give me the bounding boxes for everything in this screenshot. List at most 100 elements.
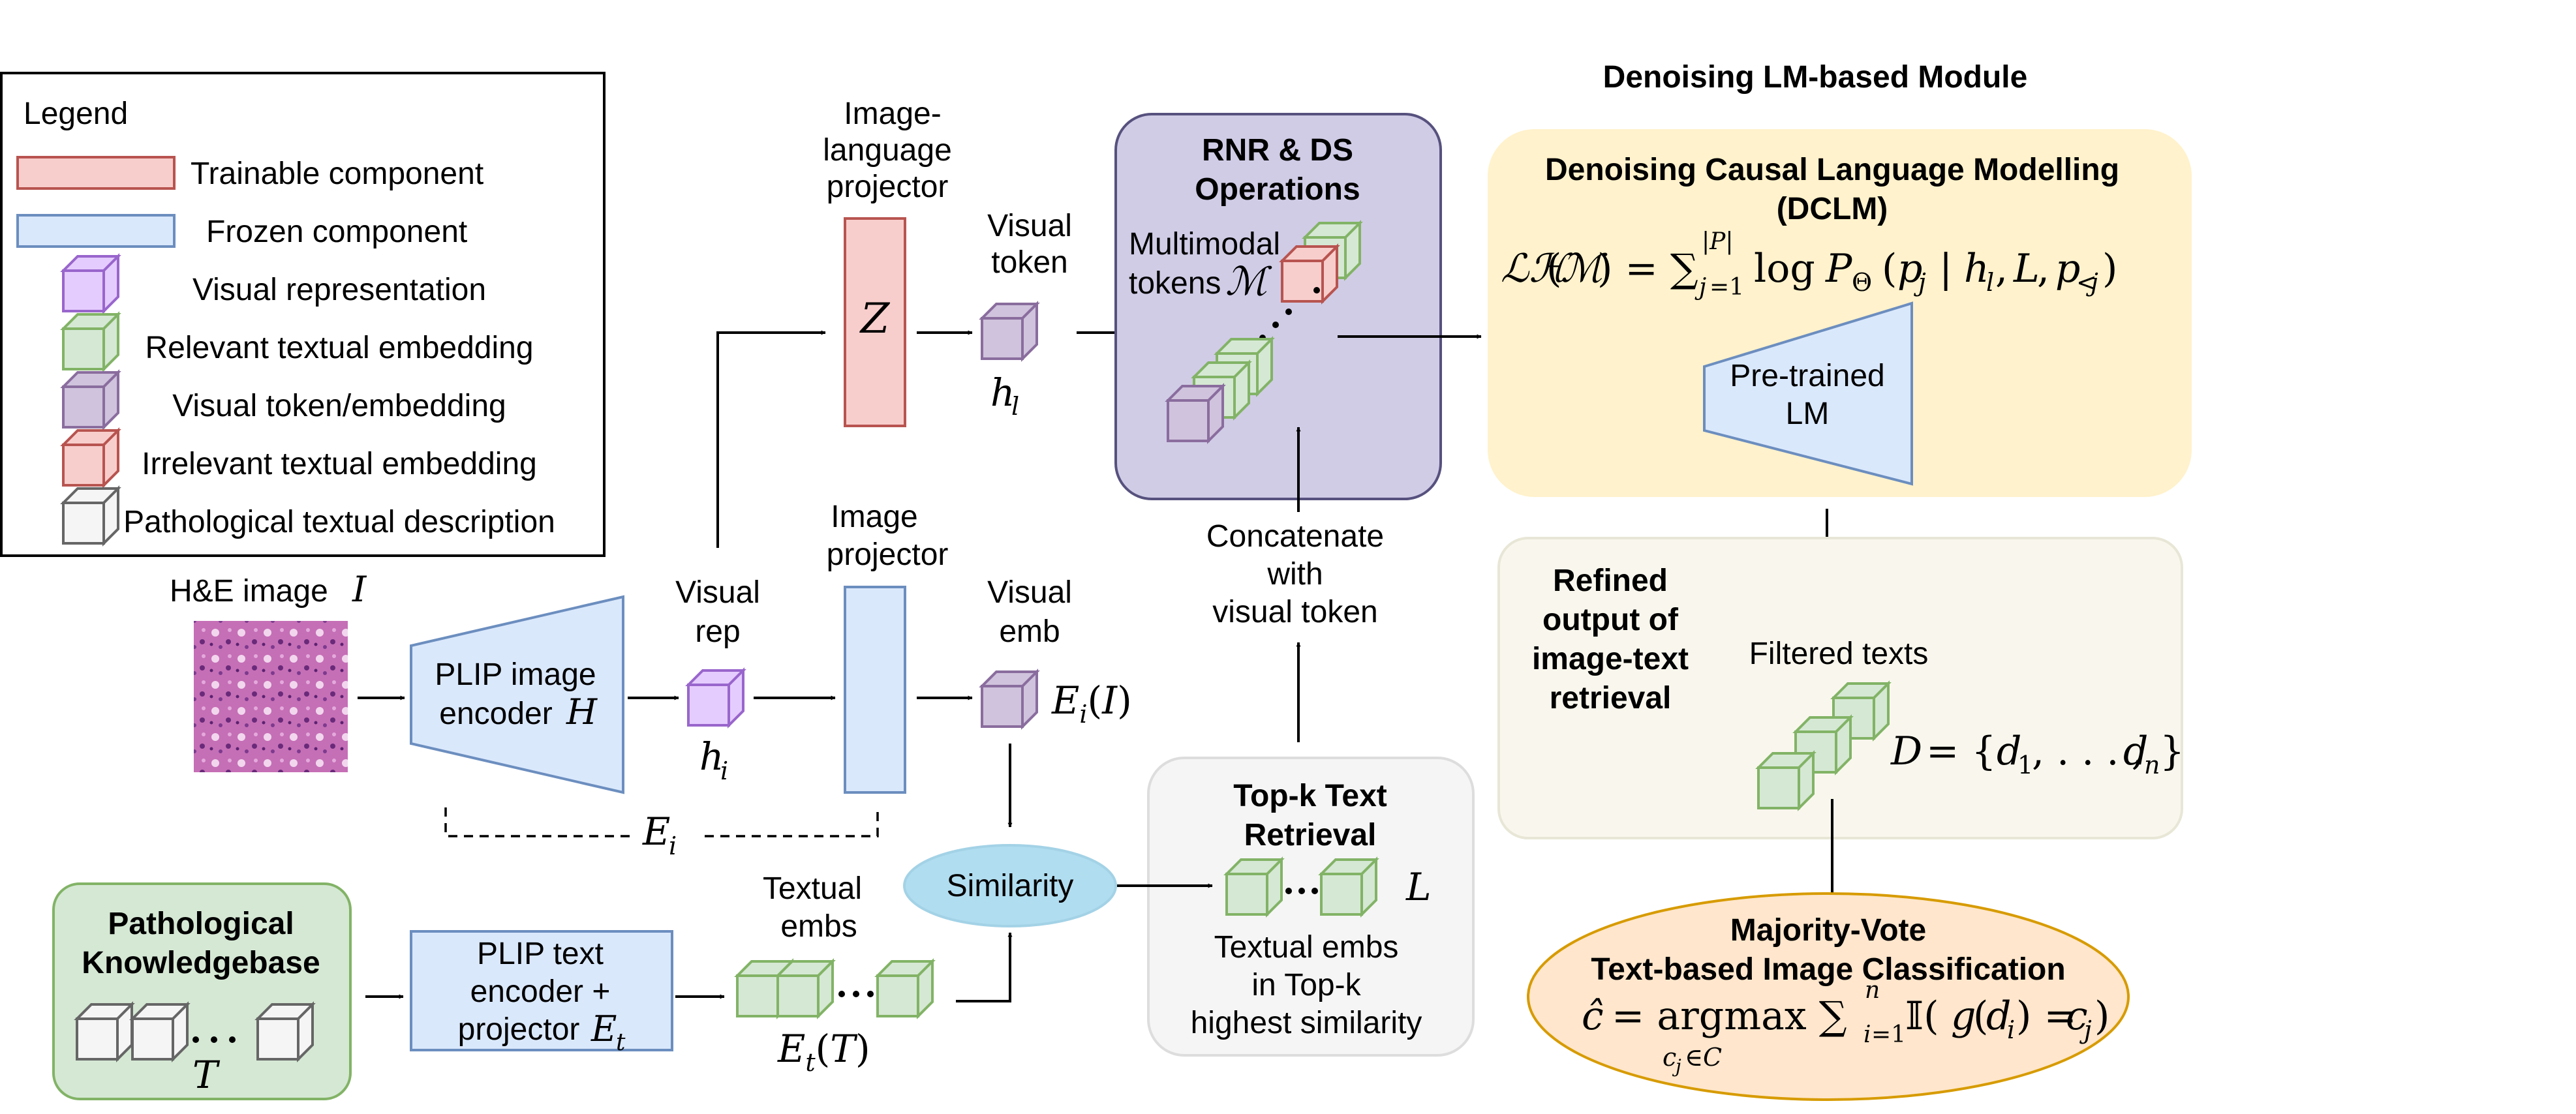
rnr-title1: RNR & DS: [1202, 133, 1353, 168]
legend-title: Legend: [23, 97, 128, 131]
svg-text:) = ∑: ) = ∑: [1597, 246, 1698, 292]
ei-bracket-left: [444, 807, 630, 837]
refined-line1: Refined: [1553, 564, 1668, 598]
svg-text:Θ: Θ: [1852, 268, 1872, 297]
legend-label: Frozen component: [206, 215, 467, 249]
legend-label: Pathological textual description: [123, 505, 555, 539]
visual-token-line2: token: [991, 245, 1067, 280]
he-image: [194, 621, 348, 772]
kb-description-cubes: [76, 1003, 314, 1061]
rnr-line1: Multimodal: [1129, 227, 1280, 262]
svg-text:|P|: |P|: [1702, 228, 1733, 255]
svg-text:p: p: [1897, 246, 1922, 292]
refined-line2: output of: [1542, 603, 1679, 637]
multimodal-token-stack: [1167, 222, 1361, 442]
legend-cube: [62, 371, 119, 429]
similarity-ellipse: [904, 845, 1116, 926]
majority-formula: ĉ = argmax ∑ n i =1 𝕀( g ( d i ) = c j )…: [1582, 977, 2109, 1077]
svg-text:D: D: [1890, 729, 1922, 774]
legend-label: Trainable component: [191, 157, 483, 191]
svg-text:L: L: [2013, 246, 2040, 292]
legend-cube: [62, 429, 119, 487]
svg-text:𝕀(: 𝕀(: [1905, 993, 1939, 1039]
svg-text:d: d: [1986, 993, 2011, 1039]
svg-text:) =: ) =: [2016, 993, 2077, 1039]
visual-token-cube: [981, 303, 1038, 360]
text-encoder-sub: t: [616, 1029, 626, 1056]
majority-title2: Text-based Image Classification: [1591, 952, 2065, 987]
visual-emb-formula: Ei(I): [1051, 678, 1132, 729]
dclm-title1: Denoising Causal Language Modelling: [1545, 153, 2119, 187]
text-encoder-symbol: E: [590, 1008, 617, 1049]
arrow-rep-to-lang-projector: [716, 330, 826, 548]
text-encoder-line2: encoder +: [470, 974, 611, 1009]
lang-projector-line1: Image-: [844, 97, 941, 131]
lang-projector-symbol: Z: [859, 295, 891, 343]
svg-text:}: }: [2160, 729, 2185, 774]
ei-bracket-right: [705, 807, 879, 837]
svg-text:(: (: [1546, 246, 1561, 292]
rnr-symbol: ℳ: [1225, 259, 1272, 305]
visual-token-symbol: h: [990, 370, 1015, 415]
topk-symbol: L: [1405, 865, 1432, 909]
legend-label: Visual token/embedding: [172, 389, 506, 423]
majority-vote-ellipse: [1527, 892, 2130, 1101]
concat-line1: Concatenate: [1206, 519, 1384, 554]
visual-rep-line1: Visual: [675, 575, 760, 610]
dclm-formula: ℒℋ ( ℳ ) = ∑ |P| j =1 log P Θ ( p j | h …: [1501, 228, 2117, 301]
lm-line1: Pre-trained: [1730, 359, 1884, 393]
legend-item: Visual representation: [62, 255, 486, 312]
svg-text:=1: =1: [1871, 1021, 1906, 1048]
legend-item: Trainable component: [16, 156, 483, 191]
legend-item: Frozen component: [16, 214, 467, 249]
dclm-box: [1488, 129, 2192, 497]
dclm-title2: (DCLM): [1777, 192, 1888, 226]
legend-item: Relevant textual embedding: [62, 313, 534, 370]
svg-text:,: ,: [2037, 246, 2049, 292]
svg-text:log: log: [1754, 246, 1815, 292]
svg-text:i: i: [1863, 1021, 1871, 1048]
encoder-line2: encoder: [439, 697, 552, 731]
ei-sub: i: [669, 832, 677, 860]
visual-token-sub: l: [1011, 392, 1019, 421]
svg-text:d: d: [1997, 729, 2021, 774]
similarity-label: Similarity: [947, 869, 1074, 903]
topk-title2: Retrieval: [1244, 818, 1377, 852]
svg-text:|: |: [1939, 246, 1952, 292]
svg-text:d: d: [2123, 729, 2148, 774]
image-projector-line2: projector: [827, 537, 949, 572]
legend-cube: [62, 487, 119, 545]
svg-text:,: ,: [1995, 246, 2008, 292]
legend-item: Pathological textual description: [62, 487, 555, 545]
topk-cubes: [1225, 858, 1377, 916]
text-encoder-line1: PLIP text: [477, 937, 604, 971]
svg-text:∈: ∈: [1685, 1043, 1703, 1072]
concat-line2: with: [1266, 557, 1323, 592]
kb-title2: Knowledgebase: [82, 946, 320, 980]
input-label: H&E image: [170, 574, 328, 609]
svg-text:P: P: [1825, 246, 1853, 292]
arrow-embs-to-similarity: [956, 932, 1013, 1002]
image-language-projector: [844, 217, 906, 427]
svg-text:C: C: [1703, 1043, 1722, 1072]
textual-embs-formula: Et(T): [777, 1027, 870, 1077]
refined-line3: image-text: [1532, 642, 1689, 676]
svg-text:n: n: [1865, 977, 1880, 1004]
svg-text:h: h: [1964, 246, 1989, 292]
visual-emb-line1: Visual: [987, 575, 1072, 610]
kb-title1: Pathological: [108, 907, 294, 941]
refined-line4: retrieval: [1550, 681, 1672, 715]
svg-text:): ): [2102, 246, 2117, 292]
input-symbol: I: [352, 569, 367, 610]
filtered-set-formula: D = { d 1 , . . . , d n }: [1890, 729, 2185, 779]
rnr-line2: tokens: [1129, 266, 1221, 301]
svg-text:c: c: [1663, 1043, 1676, 1072]
visual-rep-line2: rep: [695, 614, 740, 649]
svg-text:= {: = {: [1926, 729, 1997, 774]
topk-line2: in Top-k: [1251, 968, 1361, 1002]
legend-item: Visual token/embedding: [62, 371, 506, 429]
visual-token-line1: Visual: [987, 209, 1072, 243]
svg-text:p: p: [2055, 246, 2080, 292]
